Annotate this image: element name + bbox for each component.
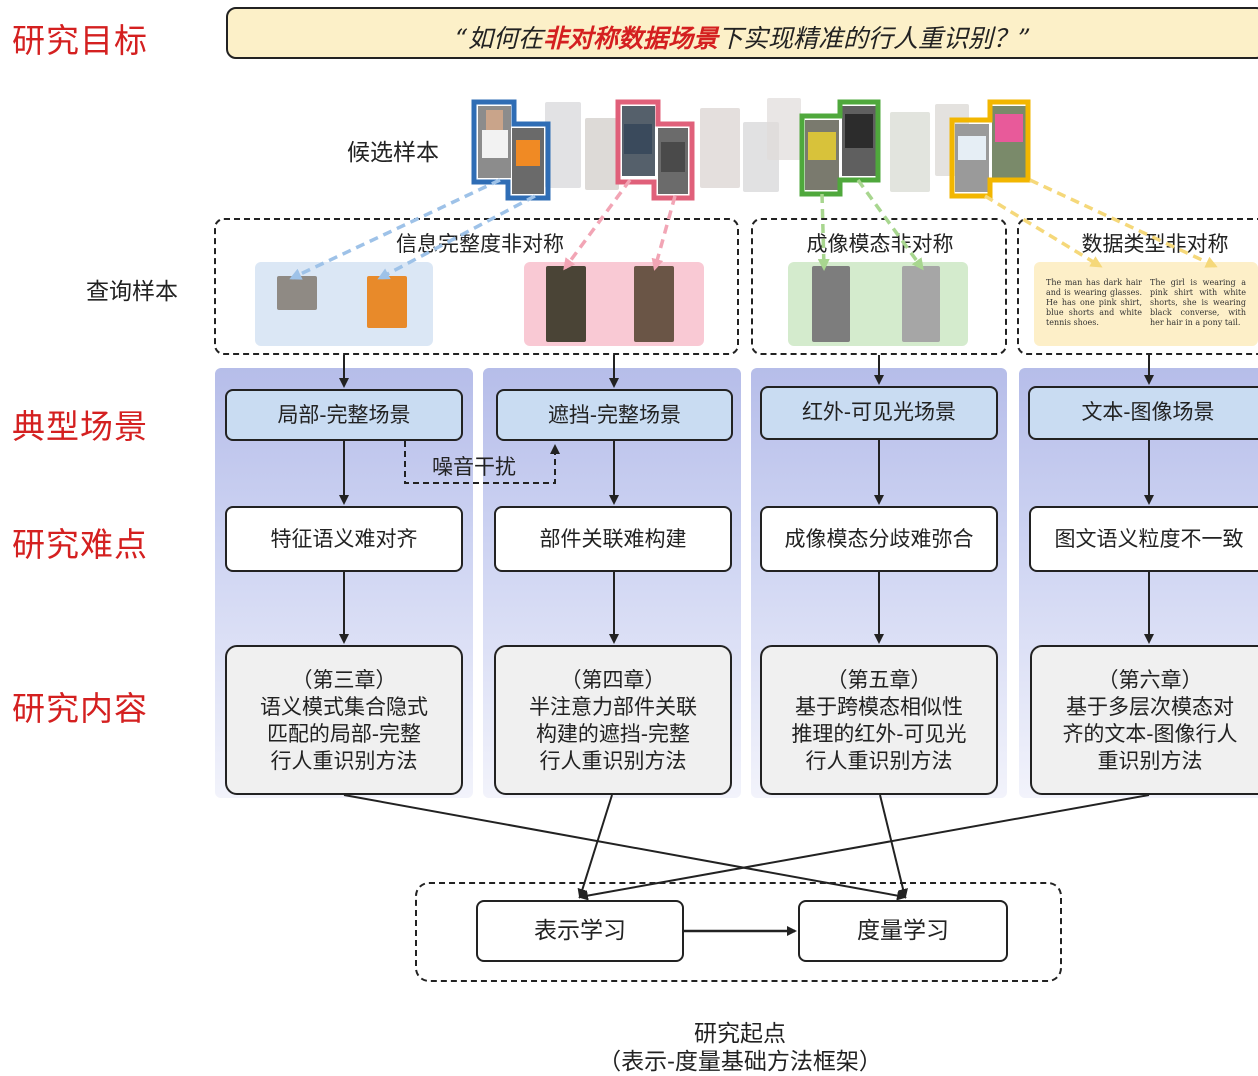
imaging-modality-asymmetry-group [751,218,1007,355]
info-completeness-asymmetry-group [214,218,739,355]
scenario-box-infrared-visible: 红外-可见光场景 [760,386,998,440]
content-box-chapter3: （第三章） 语义模式集合隐式 匹配的局部-完整 行人重识别方法 [225,645,463,795]
partial-query-image [277,276,317,310]
content-box-chapter5: （第五章） 基于跨模态相似性 推理的红外-可见光 行人重识别方法 [760,645,998,795]
goal-highlight: 非对称数据场景 [542,24,718,53]
method-line: 行人重识别方法 [270,749,418,773]
query-samples-label: 查询样本 [86,279,178,305]
partial-query-image [367,276,407,328]
yellow-candidate-pair [949,99,1031,199]
candidate-samples-label: 候选样本 [347,140,439,166]
chapter-label: （第三章） [291,668,397,692]
difficulty-box-modality-gap: 成像模态分歧难弥合 [760,506,998,572]
chapter-label: （第四章） [560,668,666,692]
group-title-imaging-modality: 成像模态非对称 [806,232,954,256]
method-line: 齐的文本-图像行人 [1062,722,1238,746]
caption-research-starting-point: 研究起点 [694,1021,786,1047]
difficulty-box-semantic-granularity: 图文语义粒度不一致 [1029,506,1258,572]
occluded-query-image [546,266,586,342]
infrared-query-image [812,266,850,342]
content-box-chapter6: （第六章） 基于多层次模态对 齐的文本-图像行人 重识别方法 [1030,645,1258,795]
query-pair-text: The man has dark hair and is wearing gla… [1034,262,1258,346]
difficulty-box-part-association: 部件关联难构建 [494,506,732,572]
group-title-info-completeness: 信息完整度非对称 [396,232,564,256]
faded-candidate-image [585,118,619,190]
method-line: 构建的遮挡-完整 [535,722,691,746]
goal-prefix: “如何在 [455,24,543,53]
representation-learning-box: 表示学习 [476,900,684,962]
faded-candidate-image [890,112,930,192]
chapter-label: （第五章） [826,668,932,692]
content-to-foundation-arrows [343,794,1150,936]
difficulty-box-feature-alignment: 特征语义难对齐 [225,506,463,572]
green-candidate-pair [799,99,881,197]
noise-interference-label: 噪音干扰 [432,455,516,479]
goal-suffix: 下实现精准的行人重识别？” [718,24,1031,53]
method-line: 行人重识别方法 [805,749,953,773]
research-goal-text: “如何在非对称数据场景下实现精准的行人重识别？” [228,19,1258,55]
method-line: 匹配的局部-完整 [266,722,422,746]
foundation-framework-group [415,882,1062,982]
method-line: 半注意力部件关联 [529,695,697,719]
blue-candidate-pair [471,99,551,201]
query-pair-partial [255,262,433,346]
method-line: 基于跨模态相似性 [795,695,963,719]
scenario-box-partial-holistic: 局部-完整场景 [225,389,463,441]
typical-scenario-label: 典型场景 [12,407,148,446]
scenario-box-occluded-holistic: 遮挡-完整场景 [496,389,733,441]
noise-connector [404,441,560,484]
method-line: 推理的红外-可见光 [791,722,967,746]
caption-framework: （表示-度量基础方法框架） [598,1049,882,1075]
data-type-asymmetry-group [1017,218,1258,355]
scenario-box-text-image: 文本-图像场景 [1028,386,1258,440]
content-box-chapter4: （第四章） 半注意力部件关联 构建的遮挡-完整 行人重识别方法 [494,645,732,795]
method-line: 行人重识别方法 [539,749,687,773]
text-description-1: The man has dark hair and is wearing gla… [1046,278,1142,327]
research-content-label: 研究内容 [12,689,148,728]
query-pair-infrared [788,262,968,346]
group-title-data-type: 数据类型非对称 [1081,232,1229,256]
method-line: 重识别方法 [1097,749,1203,773]
method-line: 基于多层次模态对 [1066,695,1234,719]
column-flow-arrows [339,355,1154,644]
method-line: 语义模式集合隐式 [260,695,428,719]
text-description-2: The girl is wearing a pink shirt with wh… [1150,278,1246,327]
pink-candidate-pair [615,99,695,201]
metric-learning-box: 度量学习 [798,900,1008,962]
occluded-query-image [634,266,674,342]
chapter-label: （第六章） [1097,668,1203,692]
research-goal-banner: “如何在非对称数据场景下实现精准的行人重识别？” [226,7,1258,59]
query-pair-occluded [524,262,704,346]
faded-candidate-image [767,98,801,160]
faded-candidate-image [700,108,740,188]
candidate-to-query-arrows [289,178,1218,280]
infrared-query-image [902,266,940,342]
research-difficulty-label: 研究难点 [12,525,148,564]
faded-candidate-image [545,102,581,188]
research-goal-label: 研究目标 [12,21,148,60]
